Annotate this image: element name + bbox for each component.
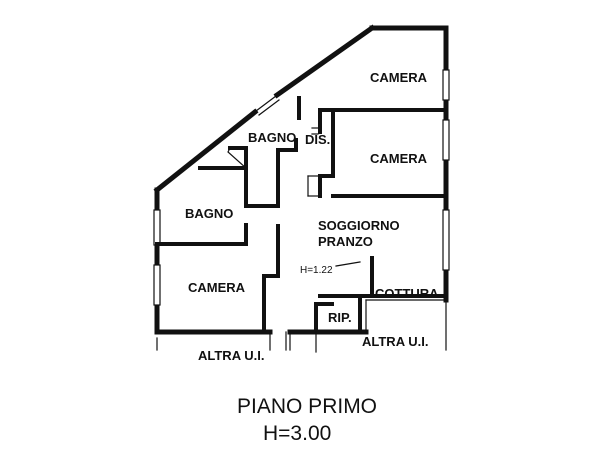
room-label-pranzo: PRANZO bbox=[318, 234, 373, 249]
plan-title: PIANO PRIMO bbox=[237, 395, 377, 418]
interior-walls bbox=[155, 96, 448, 334]
room-label-soggiorno: SOGGIORNO bbox=[318, 218, 400, 233]
room-label-camera-mid: CAMERA bbox=[370, 151, 428, 166]
neighbour-label-left: ALTRA U.I. bbox=[198, 348, 264, 363]
room-label-bagno-upper: BAGNO bbox=[248, 130, 296, 145]
height-note: H=1.22 bbox=[300, 265, 333, 276]
room-label-dis: DIS. bbox=[305, 132, 330, 147]
neighbour-label-right: ALTRA U.I. bbox=[362, 334, 428, 349]
room-label-camera-bottom: CAMERA bbox=[188, 280, 246, 295]
plan-height: H=3.00 bbox=[263, 422, 331, 445]
thin-details bbox=[156, 127, 447, 353]
room-label-camera-top: CAMERA bbox=[370, 70, 428, 85]
room-label-rip: RIP. bbox=[328, 310, 352, 325]
room-label-cottura: COTTURA bbox=[375, 286, 439, 301]
windows bbox=[153, 69, 450, 306]
room-label-bagno-left: BAGNO bbox=[185, 206, 233, 221]
